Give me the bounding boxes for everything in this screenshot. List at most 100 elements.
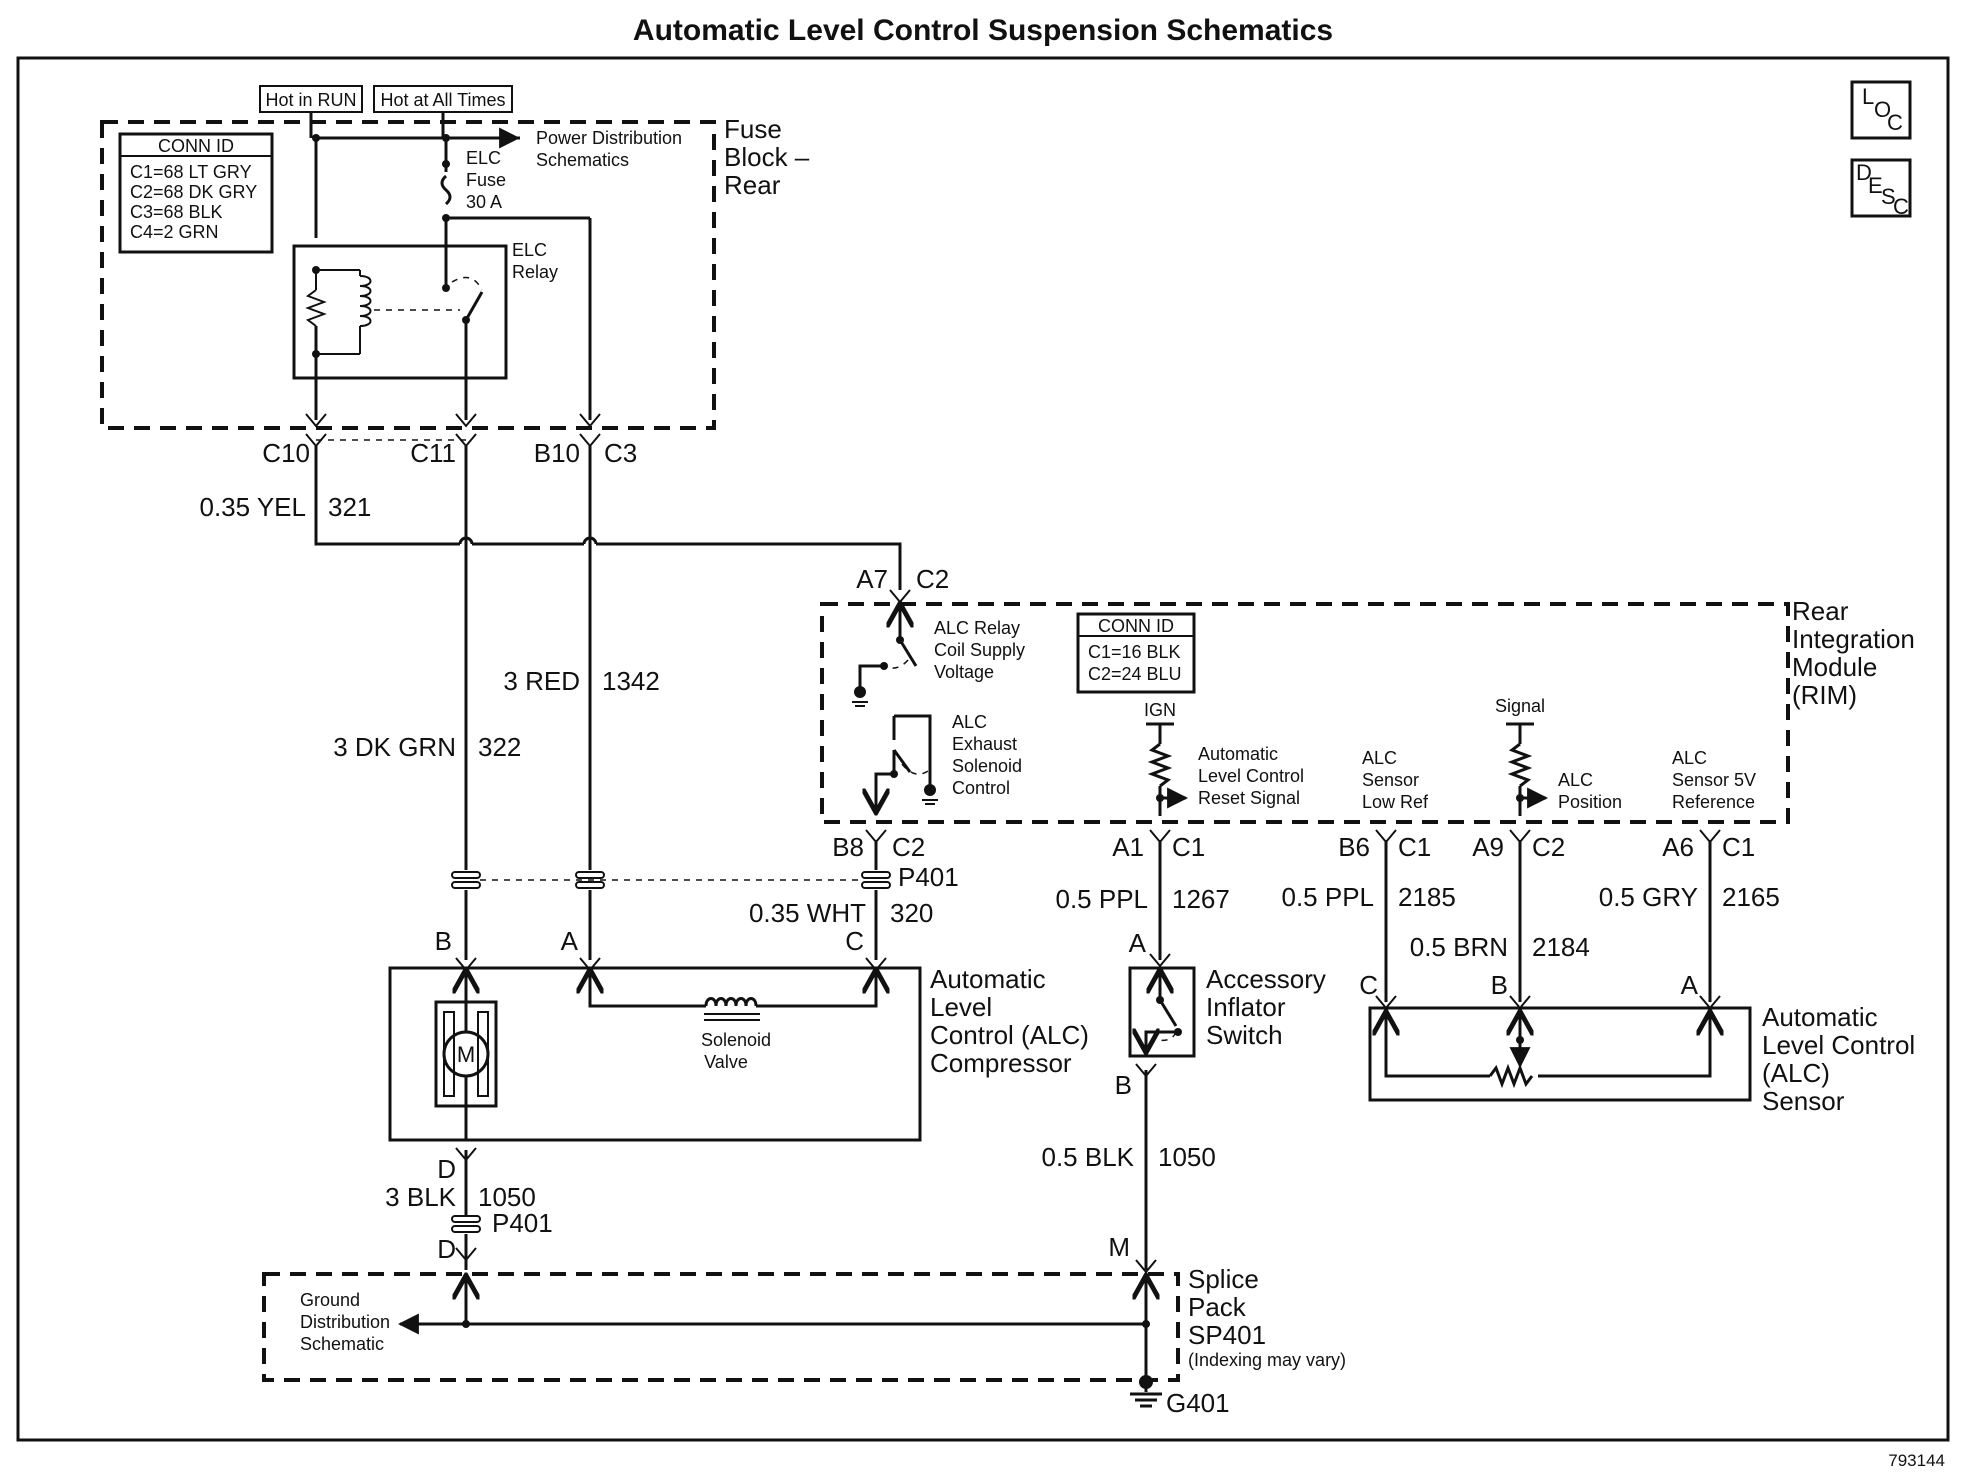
svg-text:0.5 PPL: 0.5 PPL	[1281, 882, 1374, 912]
svg-text:C1: C1	[1172, 832, 1205, 862]
svg-text:321: 321	[328, 492, 371, 522]
alc-relay-coil-switch	[852, 606, 918, 707]
pin-c3: C3	[604, 438, 637, 468]
svg-text:ALC Relay: ALC Relay	[934, 618, 1020, 638]
alc-compressor	[388, 966, 922, 1142]
svg-text:ALC: ALC	[1362, 748, 1397, 768]
svg-text:1050: 1050	[478, 1182, 536, 1212]
svg-text:2185: 2185	[1398, 882, 1456, 912]
svg-text:(Indexing may vary): (Indexing may vary)	[1188, 1350, 1346, 1370]
location-icon[interactable]: L O C	[1850, 80, 1912, 140]
svg-text:Valve: Valve	[704, 1052, 748, 1072]
outer-frame	[16, 56, 1950, 1442]
svg-text:Voltage: Voltage	[934, 662, 994, 682]
svg-text:0.35 WHT: 0.35 WHT	[749, 898, 866, 928]
svg-text:Sensor: Sensor	[1362, 770, 1419, 790]
svg-text:ELC: ELC	[466, 148, 501, 168]
svg-text:CONN ID: CONN ID	[158, 136, 234, 156]
svg-text:Pack: Pack	[1188, 1292, 1247, 1322]
svg-text:C2: C2	[892, 832, 925, 862]
svg-text:L: L	[1862, 84, 1874, 109]
svg-text:B: B	[1115, 1070, 1132, 1100]
svg-text:30 A: 30 A	[466, 192, 502, 212]
svg-text:0.5 BLK: 0.5 BLK	[1041, 1142, 1134, 1172]
svg-text:A1: A1	[1112, 832, 1144, 862]
rear-integration-module	[820, 602, 1790, 824]
elc-relay	[292, 244, 508, 380]
svg-text:B8: B8	[832, 832, 864, 862]
accessory-inflator-switch	[1128, 966, 1196, 1058]
sensor-label: Automatic	[1762, 1002, 1878, 1032]
svg-text:B6: B6	[1338, 832, 1370, 862]
svg-text:Inflator: Inflator	[1206, 992, 1286, 1022]
rim-label: Rear	[1792, 596, 1849, 626]
svg-text:Control (ALC): Control (ALC)	[930, 1020, 1089, 1050]
svg-text:(RIM): (RIM)	[1792, 680, 1857, 710]
svg-text:IGN: IGN	[1144, 700, 1176, 720]
p401-connector	[451, 871, 891, 889]
pin-c10: C10	[262, 438, 310, 468]
svg-text:0.5 PPL: 0.5 PPL	[1055, 884, 1148, 914]
svg-text:Level: Level	[930, 992, 992, 1022]
pin-b10: B10	[534, 438, 580, 468]
svg-text:Coil Supply: Coil Supply	[934, 640, 1025, 660]
rim-conn-id	[1076, 612, 1196, 694]
svg-text:C: C	[1359, 970, 1378, 1000]
description-icon[interactable]: D E S C	[1850, 158, 1912, 219]
svg-text:SP401: SP401	[1188, 1320, 1266, 1350]
svg-text:E: E	[1868, 173, 1883, 198]
fuse-block-conn-id	[118, 132, 274, 254]
svg-text:A6: A6	[1662, 832, 1694, 862]
page-title: Automatic Level Control Suspension Schem…	[633, 14, 1333, 47]
svg-text:CONN ID: CONN ID	[1098, 616, 1174, 636]
svg-text:A: A	[1129, 928, 1147, 958]
svg-text:Signal: Signal	[1495, 696, 1545, 716]
svg-text:Integration: Integration	[1792, 624, 1915, 654]
svg-text:0.5 GRY: 0.5 GRY	[1599, 882, 1698, 912]
svg-text:ALC: ALC	[1558, 770, 1593, 790]
svg-text:C2: C2	[1532, 832, 1565, 862]
svg-text:Hot in RUN: Hot in RUN	[265, 90, 356, 110]
svg-text:C1=68 LT GRY: C1=68 LT GRY	[130, 162, 252, 182]
pin-c11: C11	[410, 438, 456, 468]
svg-text:ALC: ALC	[1672, 748, 1707, 768]
svg-text:Exhaust: Exhaust	[952, 734, 1017, 754]
svg-text:Automatic: Automatic	[1198, 744, 1278, 764]
svg-text:2184: 2184	[1532, 932, 1590, 962]
svg-text:320: 320	[890, 898, 933, 928]
svg-text:C1: C1	[1722, 832, 1755, 862]
compressor-label: Automatic	[930, 964, 1046, 994]
svg-text:C2=24 BLU: C2=24 BLU	[1088, 664, 1182, 684]
svg-text:S: S	[1881, 184, 1896, 209]
svg-text:1342: 1342	[602, 666, 660, 696]
svg-text:O: O	[1874, 97, 1891, 122]
svg-text:D: D	[437, 1234, 456, 1264]
wire-321	[314, 446, 460, 546]
alc-sensor	[1368, 1006, 1752, 1102]
svg-text:Schematics: Schematics	[536, 150, 629, 170]
splice-label: Splice	[1188, 1264, 1259, 1294]
svg-text:G401: G401	[1166, 1388, 1230, 1418]
svg-text:3 RED: 3 RED	[503, 666, 580, 696]
svg-text:Schematic: Schematic	[300, 1334, 384, 1354]
svg-text:3 BLK: 3 BLK	[385, 1182, 456, 1212]
svg-text:1267: 1267	[1172, 884, 1230, 914]
svg-text:C2=68 DK GRY: C2=68 DK GRY	[130, 182, 257, 202]
svg-text:M: M	[1108, 1232, 1130, 1262]
svg-text:A: A	[561, 926, 579, 956]
svg-text:Ground: Ground	[300, 1290, 360, 1310]
svg-text:0.5 BRN: 0.5 BRN	[1410, 932, 1508, 962]
elc-fuse-symbol	[440, 138, 452, 222]
svg-text:3 DK GRN: 3 DK GRN	[333, 732, 456, 762]
splice-pack-sp401	[262, 1272, 1180, 1382]
svg-text:B: B	[435, 926, 452, 956]
svg-text:D: D	[437, 1154, 456, 1184]
svg-text:Solenoid: Solenoid	[701, 1030, 771, 1050]
svg-text:0.35 YEL: 0.35 YEL	[199, 492, 306, 522]
svg-text:M: M	[457, 1042, 475, 1067]
svg-text:C: C	[845, 926, 864, 956]
figure-number: 793144	[1888, 1451, 1945, 1470]
fuse-block-rear	[100, 120, 716, 430]
solenoid-valve-coil	[704, 997, 758, 1007]
svg-text:C3=68 BLK: C3=68 BLK	[130, 202, 223, 222]
